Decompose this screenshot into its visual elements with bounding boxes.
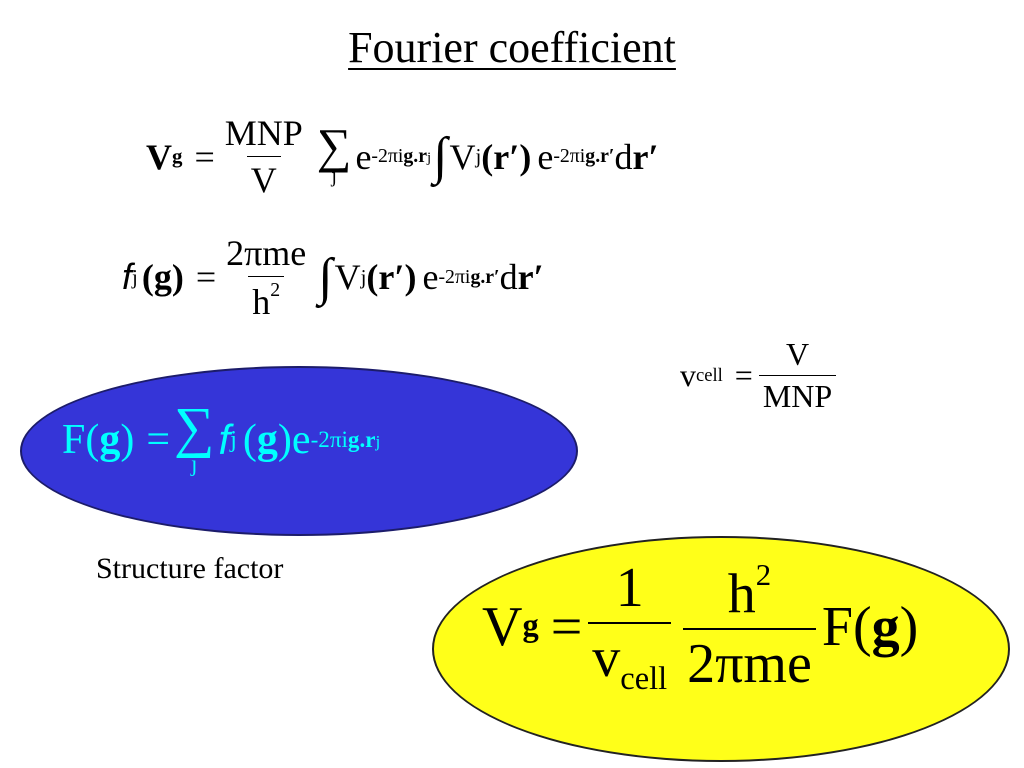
sum-symbol: ∑ j [316, 118, 352, 188]
slide-title: Fourier coefficient [0, 22, 1024, 73]
sum-symbol: ∑ j [174, 396, 215, 477]
fraction-h2-over-2pime: h2 2πme [683, 558, 816, 697]
integral-symbol: ∫ [318, 248, 333, 307]
fraction-2pime-over-h2: 2πme h2 [226, 233, 307, 322]
integral-symbol: ∫ [433, 127, 448, 186]
structure-factor-highlight [20, 366, 578, 536]
fraction-mnp-over-v: MNP V [224, 113, 303, 200]
structure-factor-caption: Structure factor [96, 552, 284, 585]
fraction-v-over-mnp: V MNP [758, 336, 837, 415]
result-highlight [432, 536, 1010, 762]
fraction-1-over-vcell: 1 vcell [588, 556, 672, 698]
slide-title-text: Fourier coefficient [348, 23, 676, 72]
